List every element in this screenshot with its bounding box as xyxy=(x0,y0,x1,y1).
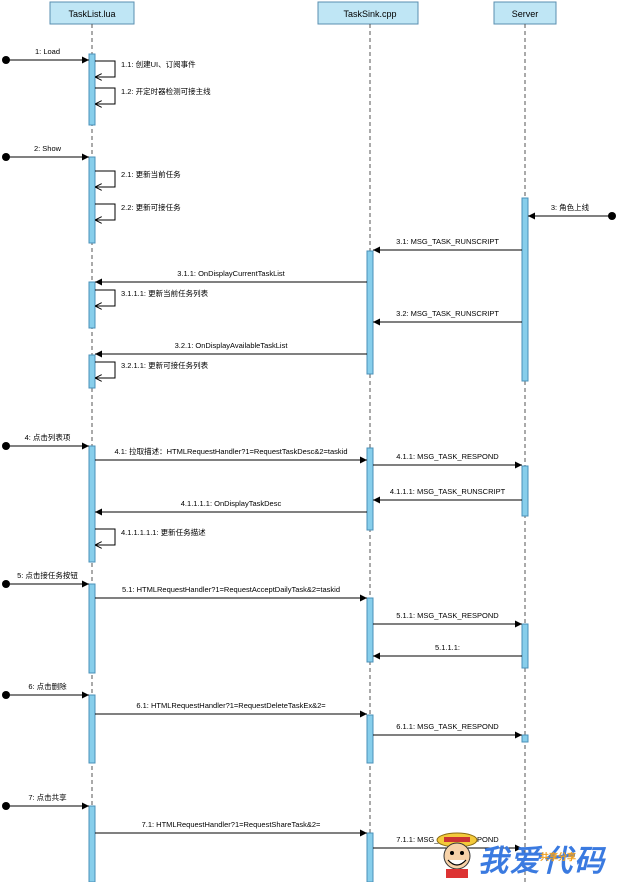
message-22: 5.1.1.1: xyxy=(373,643,522,660)
activation-bar-server xyxy=(521,734,529,743)
watermark-subtext: 共享分享 xyxy=(540,853,577,863)
message-label: 1.1: 创建UI、订阅事件 xyxy=(121,59,196,69)
message-label: 5.1.1.1: xyxy=(435,643,460,652)
message-label: 3.1.1: OnDisplayCurrentTaskList xyxy=(177,269,285,278)
message-14: 4.1: 拉取描述：HTMLRequestHandler?1=RequestTa… xyxy=(95,446,367,464)
message-5: 2.2: 更新可接任务 xyxy=(95,202,181,220)
message-6: 3: 角色上线 xyxy=(528,202,616,220)
message-27: 7.1: HTMLRequestHandler?1=RequestShareTa… xyxy=(95,820,367,837)
message-16: 4.1.1.1: MSG_TASK_RUNSCRIPT xyxy=(373,487,522,504)
message-21: 5.1.1: MSG_TASK_RESPOND xyxy=(373,611,522,628)
message-label: 4: 点击列表项 xyxy=(25,432,71,442)
self-call-arrow xyxy=(95,60,116,77)
message-label: 5: 点击接任务按钮 xyxy=(17,570,78,580)
lifeline-label: Server xyxy=(512,9,539,19)
message-label: 6.1.1: MSG_TASK_RESPOND xyxy=(396,722,499,731)
message-label: 3.2: MSG_TASK_RUNSCRIPT xyxy=(396,309,499,318)
watermark-text: 我爱代码 xyxy=(478,844,606,879)
message-10: 3.2: MSG_TASK_RUNSCRIPT xyxy=(373,309,522,326)
message-label: 1.2: 开定时器检测可接主线 xyxy=(121,86,211,96)
message-label: 3.2.1.1: 更新可接任务列表 xyxy=(121,360,209,370)
pirate-avatar-icon xyxy=(436,832,478,878)
activation-bar-tasksink xyxy=(366,447,374,531)
message-0: 1: Load xyxy=(2,47,89,64)
activation-bar-tasklist xyxy=(88,694,96,764)
activation-bar-tasksink xyxy=(366,832,374,882)
activation-bar-tasklist xyxy=(88,281,96,329)
message-18: 4.1.1.1.1.1: 更新任务描述 xyxy=(95,527,206,545)
message-label: 4.1.1.1.1.1: 更新任务描述 xyxy=(121,527,206,537)
activation-bar-tasklist xyxy=(88,53,96,126)
message-3: 2: Show xyxy=(2,144,89,161)
self-call-arrow xyxy=(95,289,116,306)
activation-bar-tasklist xyxy=(88,445,96,563)
message-7: 3.1: MSG_TASK_RUNSCRIPT xyxy=(373,237,522,254)
message-label: 7: 点击共享 xyxy=(28,792,67,802)
message-13: 4: 点击列表项 xyxy=(2,432,89,450)
lifeline-label: TaskSink.cpp xyxy=(343,9,396,19)
message-8: 3.1.1: OnDisplayCurrentTaskList xyxy=(95,269,367,286)
message-label: 2.2: 更新可接任务 xyxy=(121,202,181,212)
message-label: 3: 角色上线 xyxy=(551,202,590,212)
lifeline-server: Server xyxy=(493,1,557,882)
activation-bar-server xyxy=(521,623,529,669)
message-1: 1.1: 创建UI、订阅事件 xyxy=(95,59,196,77)
message-26: 7: 点击共享 xyxy=(2,792,89,810)
message-15: 4.1.1: MSG_TASK_RESPOND xyxy=(373,452,522,469)
self-call-arrow xyxy=(95,87,116,104)
message-label: 4.1: 拉取描述：HTMLRequestHandler?1=RequestTa… xyxy=(114,446,347,456)
message-label: 7.1: HTMLRequestHandler?1=RequestShareTa… xyxy=(142,820,321,829)
message-label: 4.1.1.1.1: OnDisplayTaskDesc xyxy=(181,499,282,508)
lifeline-label: TaskList.lua xyxy=(68,9,115,19)
activation-bar-server xyxy=(521,465,529,517)
message-label: 5.1: HTMLRequestHandler?1=RequestAcceptD… xyxy=(122,585,340,594)
message-23: 6: 点击删除 xyxy=(2,681,89,699)
activation-bar-tasklist xyxy=(88,156,96,244)
message-label: 2.1: 更新当前任务 xyxy=(121,169,181,179)
message-label: 3.1.1.1: 更新当前任务列表 xyxy=(121,288,209,298)
message-17: 4.1.1.1.1: OnDisplayTaskDesc xyxy=(95,499,367,516)
self-call-arrow xyxy=(95,528,116,545)
lifelines: TaskList.lua TaskSink.cpp Server xyxy=(49,1,557,882)
message-label: 5.1.1: MSG_TASK_RESPOND xyxy=(396,611,499,620)
message-label: 4.1.1.1: MSG_TASK_RUNSCRIPT xyxy=(390,487,506,496)
message-label: 6: 点击删除 xyxy=(28,681,67,691)
message-label: 4.1.1: MSG_TASK_RESPOND xyxy=(396,452,499,461)
activation-bar-tasklist xyxy=(88,354,96,389)
activation-bar-tasksink xyxy=(366,714,374,764)
self-call-arrow xyxy=(95,170,116,187)
message-20: 5.1: HTMLRequestHandler?1=RequestAcceptD… xyxy=(95,585,367,602)
message-label: 6.1: HTMLRequestHandler?1=RequestDeleteT… xyxy=(136,701,326,710)
message-12: 3.2.1.1: 更新可接任务列表 xyxy=(95,360,209,378)
activation-bar-tasksink xyxy=(366,250,374,375)
activation-bars xyxy=(88,53,529,882)
message-24: 6.1: HTMLRequestHandler?1=RequestDeleteT… xyxy=(95,701,367,718)
self-call-arrow xyxy=(95,361,116,378)
activation-bar-tasklist xyxy=(88,805,96,882)
message-9: 3.1.1.1: 更新当前任务列表 xyxy=(95,288,209,306)
message-11: 3.2.1: OnDisplayAvailableTaskList xyxy=(95,341,367,358)
message-25: 6.1.1: MSG_TASK_RESPOND xyxy=(373,722,522,739)
activation-bar-tasklist xyxy=(88,583,96,674)
lifeline-header-box xyxy=(317,1,419,25)
message-2: 1.2: 开定时器检测可接主线 xyxy=(95,86,211,104)
activation-bar-server xyxy=(521,197,529,382)
message-19: 5: 点击接任务按钮 xyxy=(2,570,89,588)
activation-bar-tasksink xyxy=(366,597,374,663)
message-label: 3.1: MSG_TASK_RUNSCRIPT xyxy=(396,237,499,246)
message-4: 2.1: 更新当前任务 xyxy=(95,169,181,187)
message-label: 1: Load xyxy=(35,47,60,56)
self-call-arrow xyxy=(95,203,116,220)
message-label: 2: Show xyxy=(34,144,62,153)
message-label: 3.2.1: OnDisplayAvailableTaskList xyxy=(175,341,289,350)
